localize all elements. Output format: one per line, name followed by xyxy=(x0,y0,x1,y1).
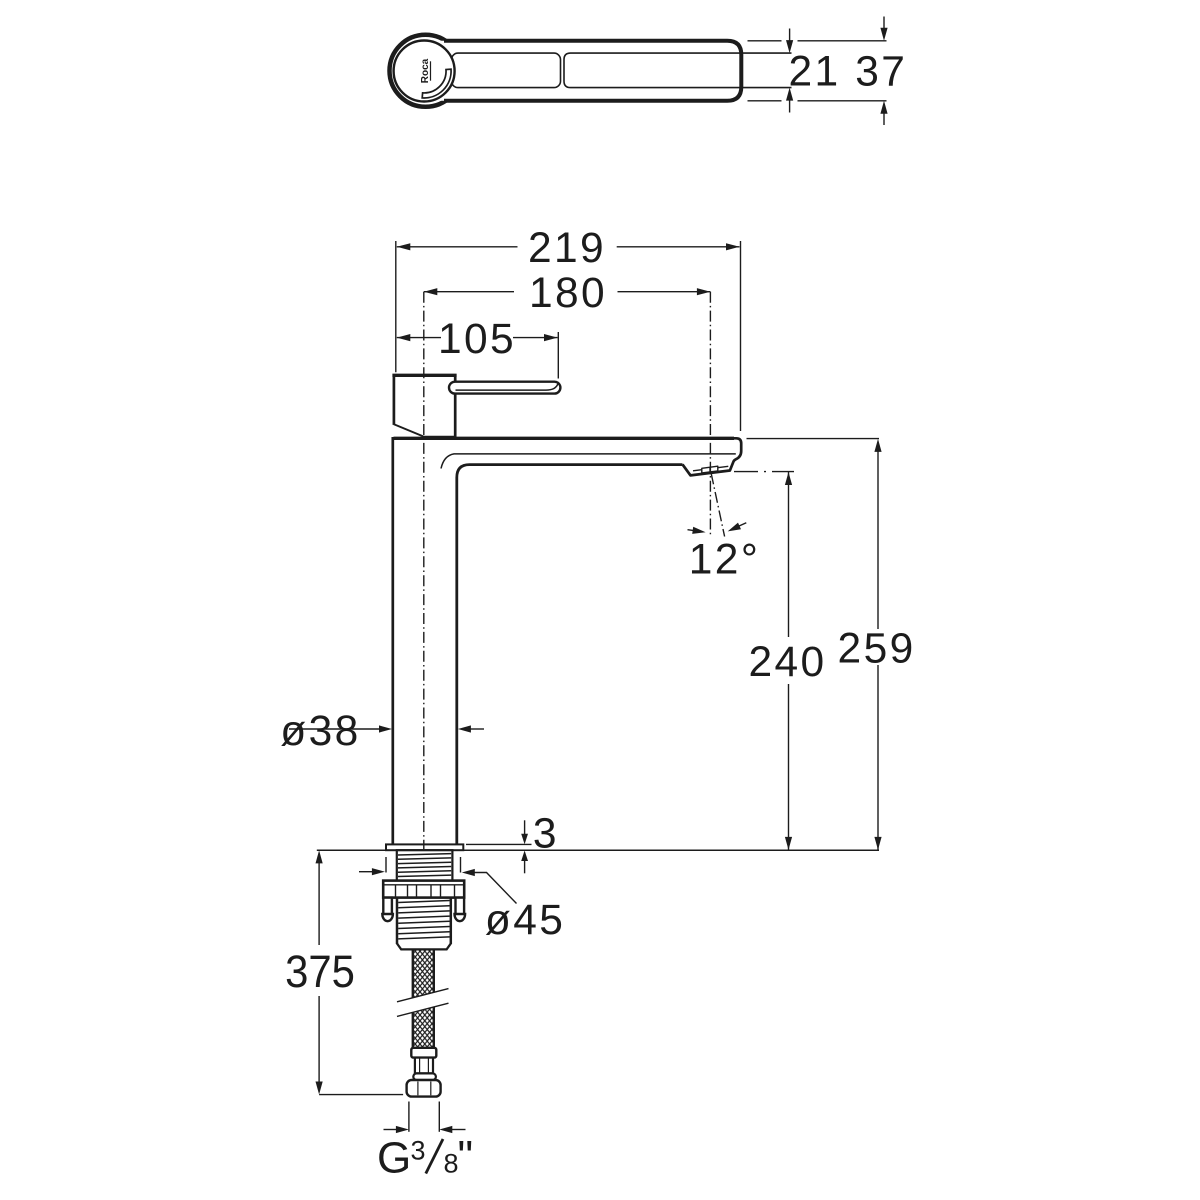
svg-text:219: 219 xyxy=(528,225,606,272)
svg-text:Roca: Roca xyxy=(420,58,431,83)
svg-text:8: 8 xyxy=(444,1148,459,1178)
svg-text:": " xyxy=(458,1132,474,1181)
svg-text:375: 375 xyxy=(285,948,355,998)
svg-text:G: G xyxy=(377,1134,411,1183)
svg-text:37: 37 xyxy=(855,49,907,96)
svg-text:21: 21 xyxy=(788,49,840,96)
svg-text:259: 259 xyxy=(838,625,916,672)
svg-text:3: 3 xyxy=(411,1136,426,1166)
svg-text:105: 105 xyxy=(438,316,516,363)
svg-text:ø45: ø45 xyxy=(485,897,565,944)
svg-text:180: 180 xyxy=(529,270,607,317)
svg-text:ø38: ø38 xyxy=(280,708,360,755)
svg-text:3: 3 xyxy=(533,811,559,858)
svg-text:12°: 12° xyxy=(689,536,760,583)
svg-text:240: 240 xyxy=(748,639,826,686)
